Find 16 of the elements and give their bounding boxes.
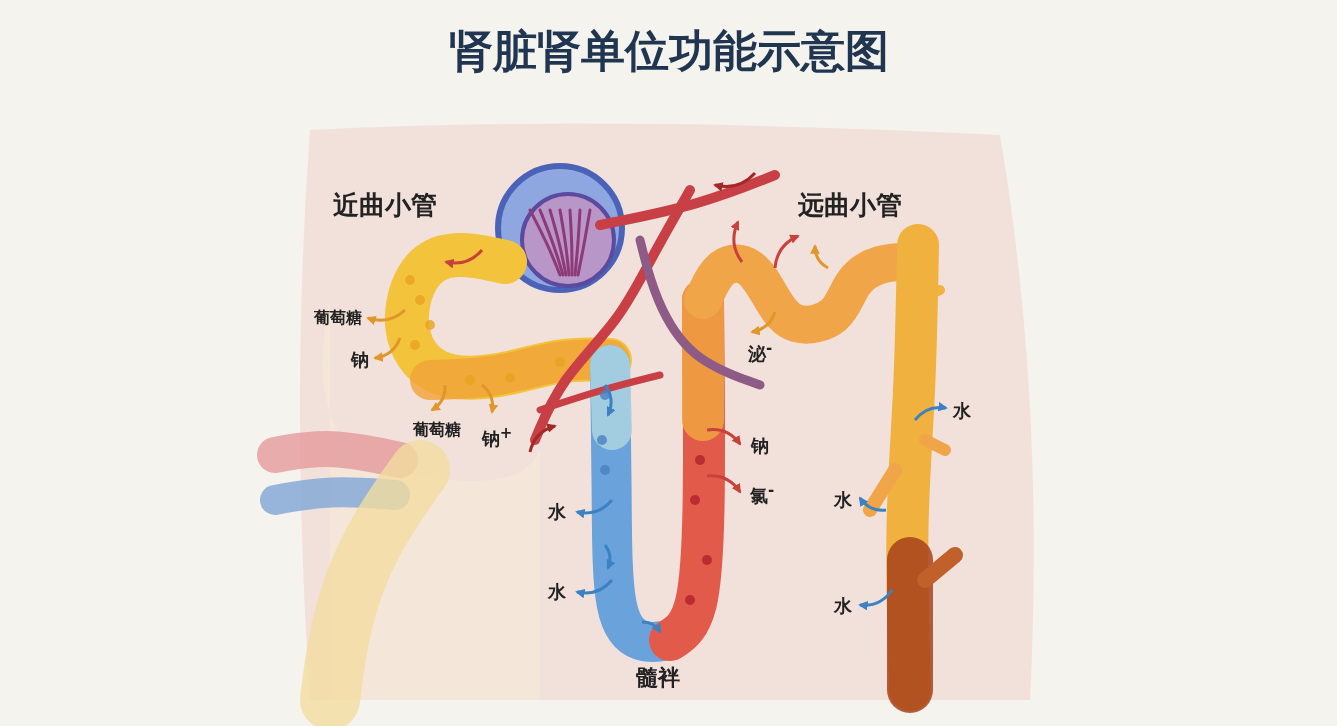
part-label: 氯$^{-}$ <box>749 480 775 508</box>
part-label: 钠$^{+}$ <box>481 423 513 451</box>
part-label: 葡萄糖 <box>413 419 461 441</box>
part-label: 髓袢 <box>636 664 680 692</box>
diagram-title: 肾脏肾单位功能示意图 <box>447 24 890 78</box>
part-label: 水 <box>953 399 971 423</box>
part-label: 钠 <box>351 348 369 372</box>
part-label: 远曲小管 <box>798 188 902 222</box>
part-label: 泌$^{-}$ <box>747 338 773 366</box>
part-label: 葡萄糖 <box>314 307 362 329</box>
part-label: 水 <box>548 580 566 604</box>
part-label: 钠 <box>751 434 769 458</box>
part-label: 水 <box>548 500 566 524</box>
part-label: 水 <box>834 488 852 512</box>
part-label: 水 <box>834 594 852 618</box>
part-label: 近曲小管 <box>333 188 437 222</box>
